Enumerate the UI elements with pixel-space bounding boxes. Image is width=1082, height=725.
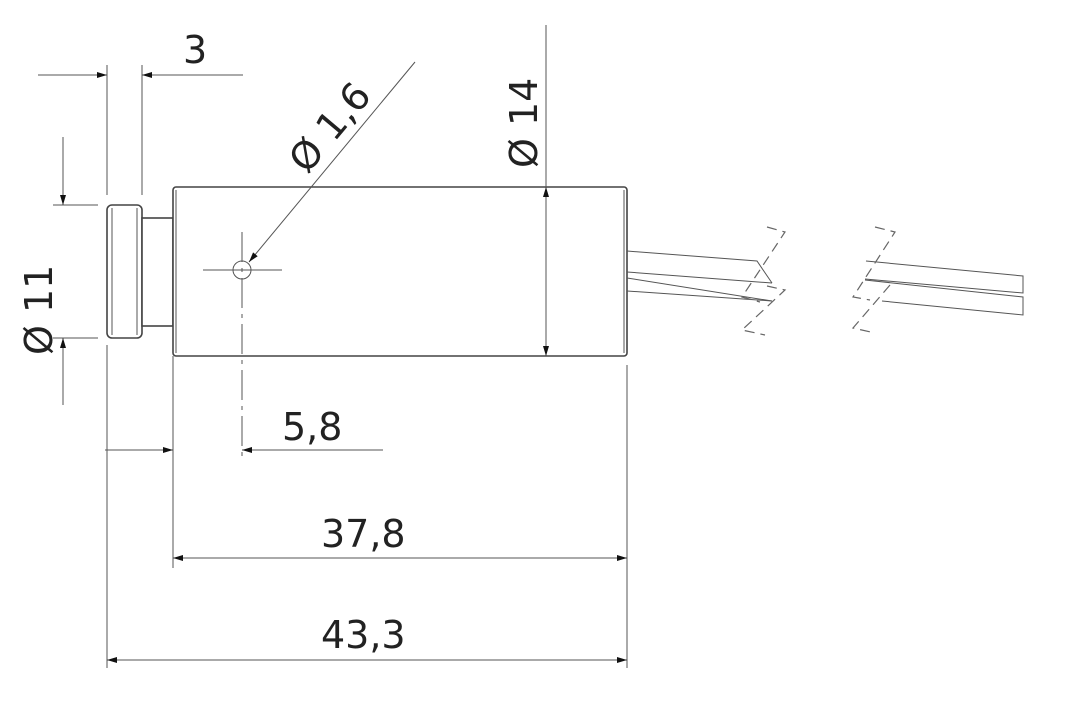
cable-leads [626, 226, 1024, 336]
dim-label-aperture-offset: 5,8 [282, 405, 342, 449]
dimension-total-length: 43,3 [107, 613, 627, 663]
dimension-cap-diameter: Ø 11 [17, 137, 98, 405]
neck [141, 217, 174, 327]
dimension-cap-width: 3 [38, 28, 243, 195]
dimension-body-length: 37,8 [173, 512, 627, 561]
dim-label-total-length: 43,3 [321, 613, 406, 657]
dimension-aperture-offset: 5,8 [105, 405, 383, 453]
laser-module [106, 186, 628, 460]
dim-label-body-length: 37,8 [321, 512, 406, 556]
body [172, 186, 628, 357]
dimension-body-diameter: Ø 14 [502, 25, 549, 356]
dim-label-cap-width: 3 [183, 28, 207, 72]
dim-label-body-diameter: Ø 14 [502, 78, 546, 168]
dim-label-cap-diameter: Ø 11 [17, 265, 61, 355]
